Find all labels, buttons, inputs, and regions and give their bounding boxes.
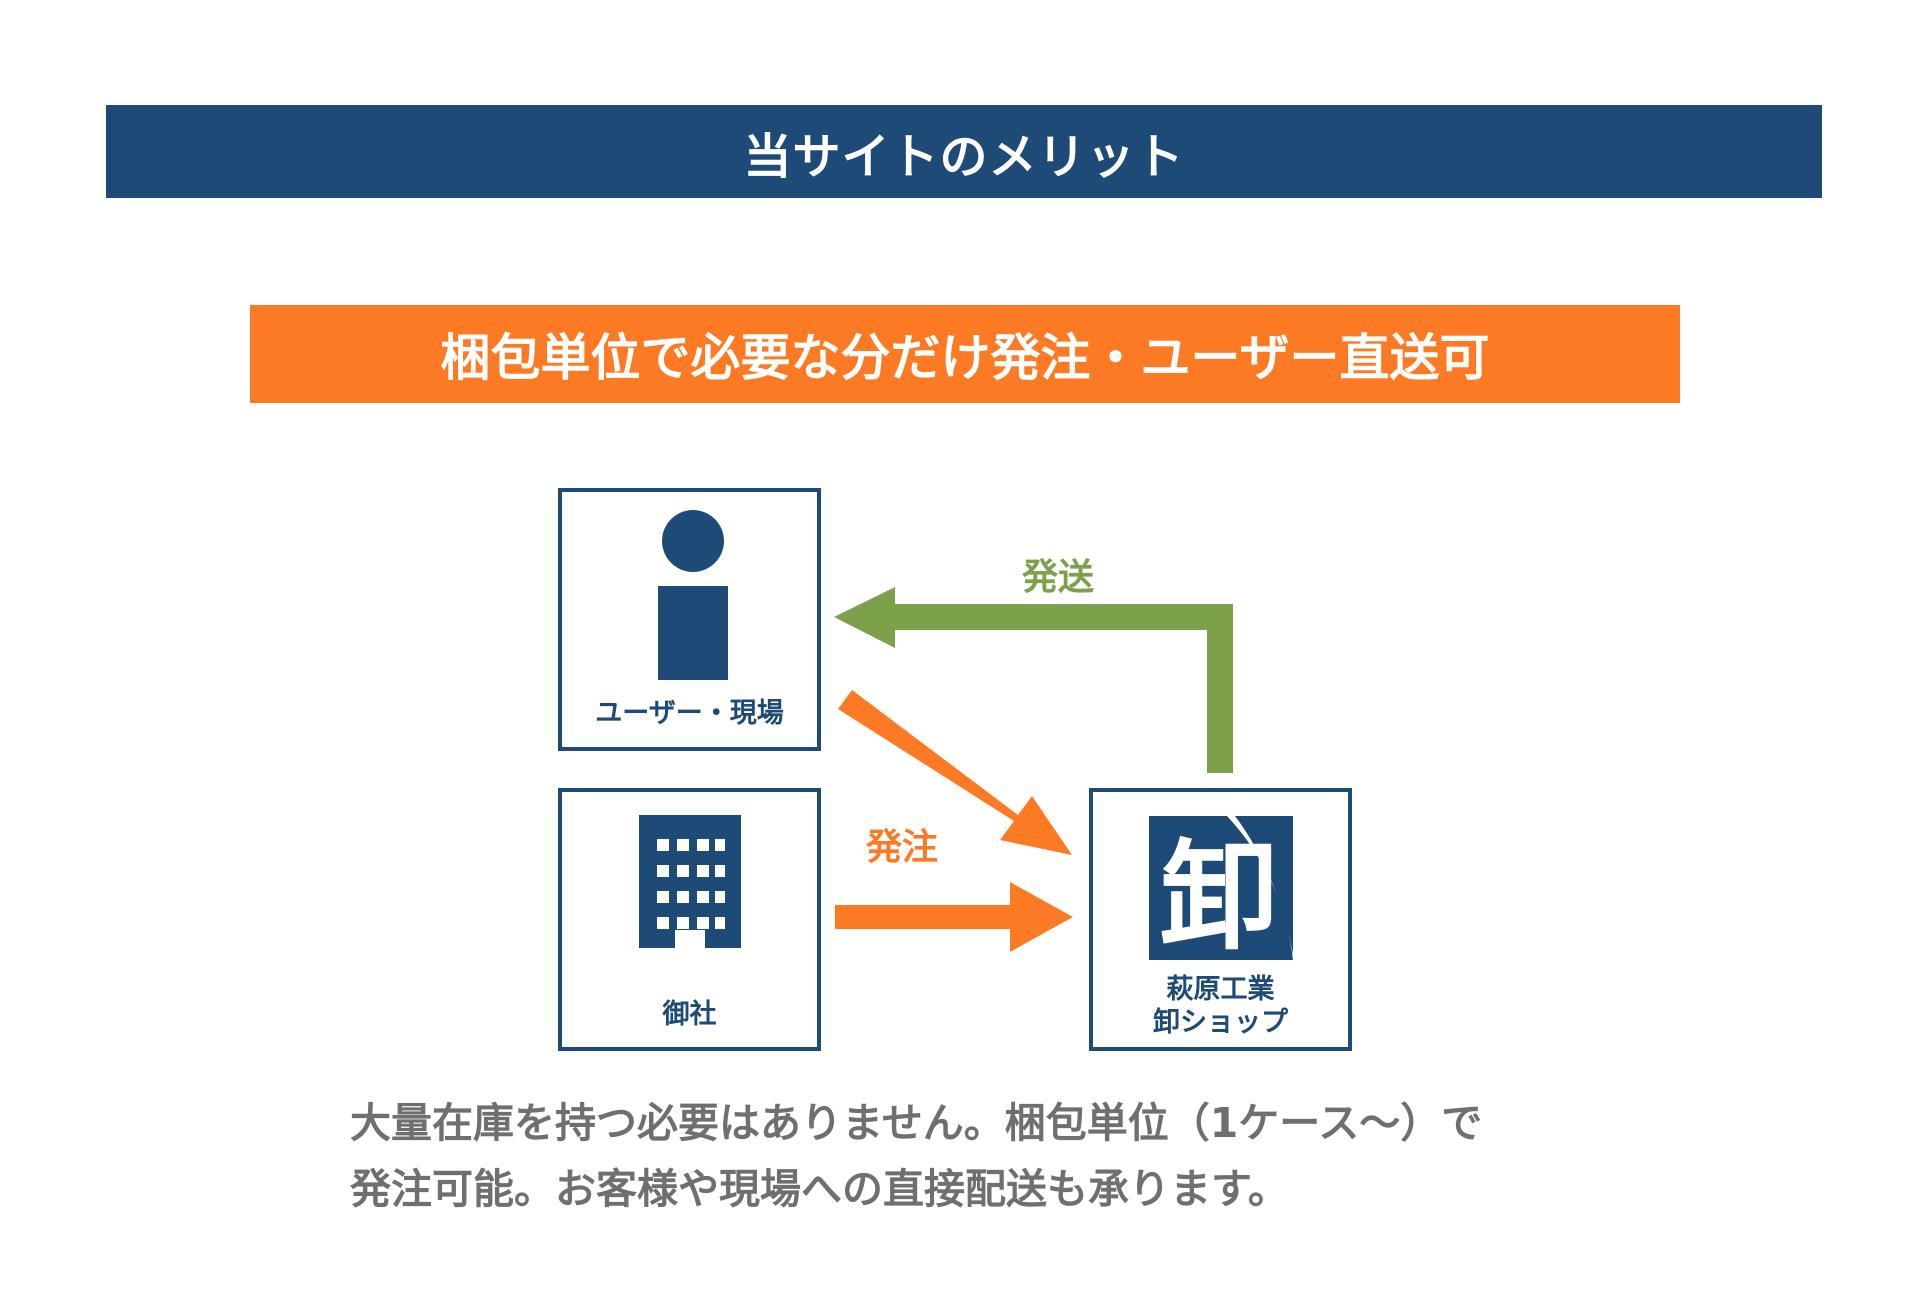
oroshi-logo-char: 卸: [1160, 828, 1278, 960]
office-building-icon: [639, 815, 741, 948]
company-node: 御社: [558, 788, 821, 1051]
company-node-label: 御社: [662, 999, 717, 1030]
order-label: 発注: [866, 827, 939, 868]
person-icon: [658, 510, 728, 680]
page-title: 当サイトのメリット: [106, 105, 1822, 198]
description-line-2: 発注可能。お客様や現場への直接配送も承ります。: [350, 1165, 1289, 1213]
user-node-label: ユーザー・現場: [595, 698, 784, 729]
order-arrow-diagonal: [838, 690, 1072, 855]
description-line-1: 大量在庫を持つ必要はありません。梱包単位（1ケース〜）で: [350, 1099, 1483, 1147]
oroshi-logo-icon: 卸: [1149, 816, 1293, 960]
order-arrow-horizontal: [835, 882, 1073, 952]
shop-node-label-line1: 萩原工業: [1166, 974, 1275, 1005]
shop-node-label-line2: 卸ショップ: [1153, 1007, 1288, 1038]
ship-label: 発送: [1022, 557, 1095, 598]
shop-node: 卸 萩原工業 卸ショップ: [1089, 788, 1352, 1051]
ship-arrow: [834, 587, 1233, 773]
description: 大量在庫を持つ必要はありません。梱包単位（1ケース〜）で 発注可能。お客様や現場…: [350, 1090, 1650, 1222]
subtitle-banner: 梱包単位で必要な分だけ発注・ユーザー直送可: [250, 305, 1680, 403]
user-node: ユーザー・現場: [558, 488, 821, 751]
